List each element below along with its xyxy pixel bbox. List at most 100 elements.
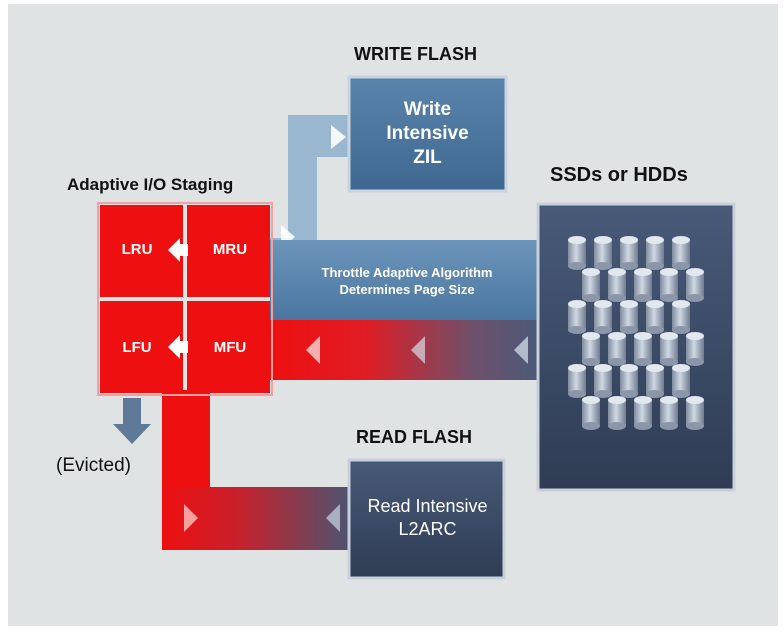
disk-cylinder-top <box>672 236 690 244</box>
disk-cylinders-icon <box>568 236 704 430</box>
staging-outline <box>97 202 273 396</box>
write-box <box>347 75 508 193</box>
write-box-line1: Write <box>403 99 452 120</box>
disk-cylinder-top <box>646 364 664 372</box>
disk-cylinder-top <box>686 396 704 404</box>
disk-cylinder-base <box>660 358 678 366</box>
disk-cylinder-base <box>646 390 664 398</box>
lfu-label: LFU <box>122 339 152 356</box>
disk-cylinder-body <box>686 336 704 362</box>
write-box-line3: ZIL <box>413 147 442 168</box>
disk-cylinder-base <box>608 358 626 366</box>
disk-cylinder-top <box>582 268 600 276</box>
disk-cylinder-top <box>634 332 652 340</box>
disk-cylinder-base <box>620 326 638 334</box>
mru-to-lru-arrow <box>168 238 188 262</box>
throttle-text: Throttle Adaptive Algorithm Determines P… <box>282 264 532 298</box>
disk-cylinder-body <box>646 240 664 266</box>
evicted-label: (Evicted) <box>56 455 131 476</box>
read-box-line1: Read Intensive <box>367 496 488 516</box>
lru-label: LRU <box>121 241 153 258</box>
disk-cylinder-body <box>594 368 612 394</box>
read-box-text: Read Intensive L2ARC <box>352 495 503 541</box>
disk-cylinder-body <box>634 400 652 426</box>
disk-cylinder-body <box>568 368 586 394</box>
disk-cylinder-top <box>594 364 612 372</box>
disk-cylinder-base <box>646 326 664 334</box>
band-arrow-1 <box>306 336 320 364</box>
disk-cylinder-base <box>660 294 678 302</box>
read-arrow-left <box>326 504 340 532</box>
mfu-label: MFU <box>213 339 247 356</box>
read-box-line2: L2ARC <box>398 519 457 539</box>
write-box-text: Write Intensive ZIL <box>352 98 503 170</box>
disk-cylinder-top <box>634 396 652 404</box>
disk-cylinder-body <box>686 400 704 426</box>
disk-cylinder-top <box>686 268 704 276</box>
band-arrow-3 <box>514 336 528 364</box>
disk-cylinder-body <box>646 368 664 394</box>
band-arrow-2 <box>411 336 425 364</box>
disk-cylinder-body <box>672 240 690 266</box>
disk-cylinder-top <box>646 236 664 244</box>
disk-cylinder-top <box>634 268 652 276</box>
disk-cylinder-top <box>620 364 638 372</box>
disk-cylinder-top <box>594 236 612 244</box>
disk-cylinder-base <box>568 326 586 334</box>
disk-cylinder-body <box>582 336 600 362</box>
disk-cylinder-body <box>686 272 704 298</box>
write-box-line2: Intensive <box>386 123 469 144</box>
disk-cylinder-top <box>568 364 586 372</box>
throttle-line2: Determines Page Size <box>339 282 475 297</box>
mru-label: MRU <box>212 241 248 258</box>
read-flash-heading: READ FLASH <box>356 427 472 447</box>
write-arrow-up <box>331 125 346 149</box>
disk-cylinder-base <box>686 294 704 302</box>
disk-cylinder-body <box>620 368 638 394</box>
disk-cylinder-top <box>620 300 638 308</box>
disk-cylinder-base <box>686 358 704 366</box>
disk-cylinder-body <box>634 272 652 298</box>
disk-cylinder-base <box>672 390 690 398</box>
disk-cylinder-top <box>686 332 704 340</box>
disk-cylinder-top <box>582 396 600 404</box>
disk-cylinder-body <box>634 336 652 362</box>
disk-cylinder-top <box>672 300 690 308</box>
disk-cylinder-body <box>672 368 690 394</box>
disk-cylinder-base <box>634 294 652 302</box>
disk-cylinder-base <box>594 390 612 398</box>
disk-cylinder-body <box>594 240 612 266</box>
disk-cylinder-body <box>608 272 626 298</box>
disk-cylinder-top <box>594 300 612 308</box>
disk-cylinder-base <box>634 422 652 430</box>
disk-cylinder-body <box>582 272 600 298</box>
disk-cylinder-base <box>582 294 600 302</box>
disk-cylinder-base <box>686 422 704 430</box>
ssds-heading: SSDs or HDDs <box>550 164 688 186</box>
disk-cylinder-top <box>608 268 626 276</box>
read-arrow-right <box>184 504 198 532</box>
disk-cylinder-base <box>568 390 586 398</box>
throttle-band <box>270 240 540 320</box>
disk-cylinder-top <box>660 396 678 404</box>
disk-cylinder-body <box>620 240 638 266</box>
disk-cylinder-base <box>660 422 678 430</box>
mfu-cell <box>187 301 270 393</box>
disk-cylinder-base <box>634 358 652 366</box>
disk-cylinder-top <box>620 236 638 244</box>
disk-cylinder-top <box>608 332 626 340</box>
disk-cylinder-body <box>672 304 690 330</box>
disk-cylinder-top <box>672 364 690 372</box>
disk-cylinder-base <box>594 262 612 270</box>
disk-cylinder-base <box>672 262 690 270</box>
staging-heading: Adaptive I/O Staging <box>67 175 234 194</box>
disk-cylinder-top <box>660 268 678 276</box>
disk-cylinder-top <box>568 236 586 244</box>
disk-cylinder-base <box>608 294 626 302</box>
disk-cylinder-top <box>646 300 664 308</box>
disk-cylinder-body <box>594 304 612 330</box>
disk-cylinder-body <box>582 400 600 426</box>
disk-cylinder-body <box>660 272 678 298</box>
disk-cylinder-body <box>620 304 638 330</box>
